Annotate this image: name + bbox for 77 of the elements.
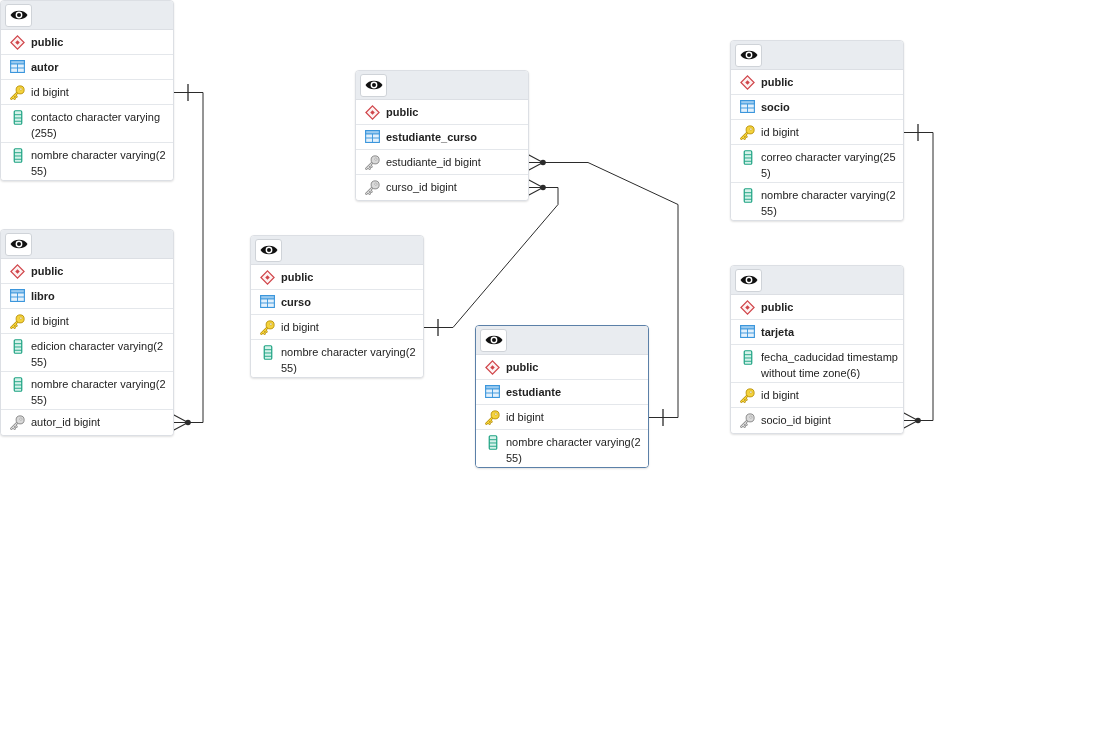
table-name-row xyxy=(731,320,903,345)
column-row xyxy=(731,145,903,183)
table-name: tarjeta xyxy=(761,325,795,340)
relationship-line xyxy=(527,153,679,427)
column-name: estudiante_id bigint xyxy=(386,155,481,170)
table-card xyxy=(730,40,904,221)
schema-row xyxy=(356,100,528,125)
schema-name: public xyxy=(506,360,539,375)
table-card xyxy=(250,235,424,378)
column-row xyxy=(1,143,173,180)
column-name: contacto character varying(255) xyxy=(31,110,161,141)
column-row xyxy=(1,309,173,334)
table-name-row xyxy=(1,55,173,80)
column-row xyxy=(731,408,903,433)
table-name-row xyxy=(731,95,903,120)
column-name: fecha_caducidad timestamp without time zone(6) xyxy=(761,350,898,381)
column-name: nombre character varying(255) xyxy=(31,377,167,408)
column-name: nombre character varying(255) xyxy=(31,148,167,179)
column-name: socio_id bigint xyxy=(761,413,831,428)
column-name: id bigint xyxy=(761,388,799,403)
column-name: nombre character varying(255) xyxy=(761,188,897,219)
column-name: id bigint xyxy=(761,125,799,140)
column-row xyxy=(251,315,423,340)
column-name: id bigint xyxy=(281,320,319,335)
column-name: curso_id bigint xyxy=(386,180,457,195)
column-row xyxy=(1,80,173,105)
column-row xyxy=(1,410,173,435)
schema-name: public xyxy=(386,105,419,120)
schema-row xyxy=(731,70,903,95)
table-name: socio xyxy=(761,100,790,115)
column-name: id bigint xyxy=(506,410,544,425)
relationship-line xyxy=(902,123,934,430)
table-name: autor xyxy=(31,60,59,75)
column-row xyxy=(476,405,648,430)
table-name-row xyxy=(251,290,423,315)
column-name: id bigint xyxy=(31,314,69,329)
table-name: libro xyxy=(31,289,55,304)
table-name-row xyxy=(356,125,528,150)
column-row xyxy=(356,150,528,175)
column-row xyxy=(731,120,903,145)
column-name: autor_id bigint xyxy=(31,415,101,430)
column-name: nombre character varying(255) xyxy=(506,435,642,466)
column-name: edicion character varying(255) xyxy=(31,339,165,370)
table-name: curso xyxy=(281,295,311,310)
schema-row xyxy=(251,265,423,290)
schema-row xyxy=(1,259,173,284)
relationship-line xyxy=(172,83,204,432)
schema-row xyxy=(731,295,903,320)
column-row xyxy=(251,340,423,377)
column-row xyxy=(1,372,173,410)
table-card xyxy=(0,229,174,436)
schema-name: public xyxy=(761,300,794,315)
schema-row xyxy=(1,30,173,55)
table-name: estudiante_curso xyxy=(386,130,478,145)
table-card xyxy=(730,265,904,434)
relationship-line xyxy=(422,178,559,337)
table-name: estudiante xyxy=(506,385,561,400)
column-row xyxy=(476,430,648,467)
column-name: nombre character varying(255) xyxy=(281,345,417,376)
column-name: id bigint xyxy=(31,85,69,100)
table-name-row xyxy=(476,380,648,405)
schema-name: public xyxy=(31,264,64,279)
schema-name: public xyxy=(31,35,64,50)
table-name-row xyxy=(1,284,173,309)
column-row xyxy=(731,383,903,408)
schema-name: public xyxy=(761,75,794,90)
column-row xyxy=(356,175,528,200)
column-name: correo character varying(255) xyxy=(761,150,897,181)
column-row xyxy=(731,345,903,383)
schema-row xyxy=(476,355,648,380)
table-card xyxy=(0,0,174,181)
schema-name: public xyxy=(281,270,314,285)
table-card xyxy=(355,70,529,201)
column-row xyxy=(731,183,903,220)
column-row xyxy=(1,105,173,143)
table-card xyxy=(475,325,649,468)
column-row xyxy=(1,334,173,372)
